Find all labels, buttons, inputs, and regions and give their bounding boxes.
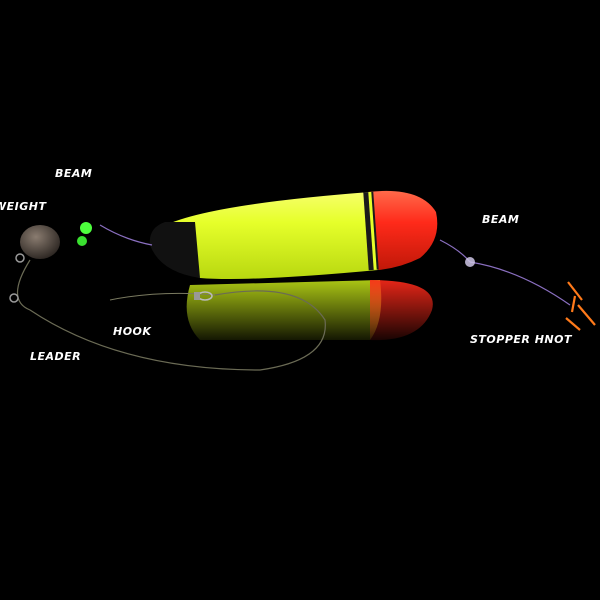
beam-right-label: BEAM: [482, 213, 520, 226]
stopper-knot-label: STOPPER HNOT: [470, 333, 572, 346]
leader-line: [17, 259, 326, 371]
weight: [9, 225, 60, 303]
float-reflection: [186, 280, 433, 341]
hook-label: HOOK: [113, 325, 152, 338]
float-cap: [368, 190, 438, 270]
float: [149, 190, 438, 279]
bead-green-1: [80, 222, 92, 234]
hook-swivel: [194, 291, 213, 301]
float-body: [160, 192, 378, 279]
leader-label: LEADER: [30, 350, 82, 363]
bead-clear-right: [465, 257, 475, 267]
stopper-knot: [565, 281, 596, 331]
weight-label: WEIGHT: [0, 200, 47, 213]
float-tip: [149, 222, 200, 278]
beam-left-label: BEAM: [55, 167, 93, 180]
bead-green-2: [77, 236, 87, 246]
